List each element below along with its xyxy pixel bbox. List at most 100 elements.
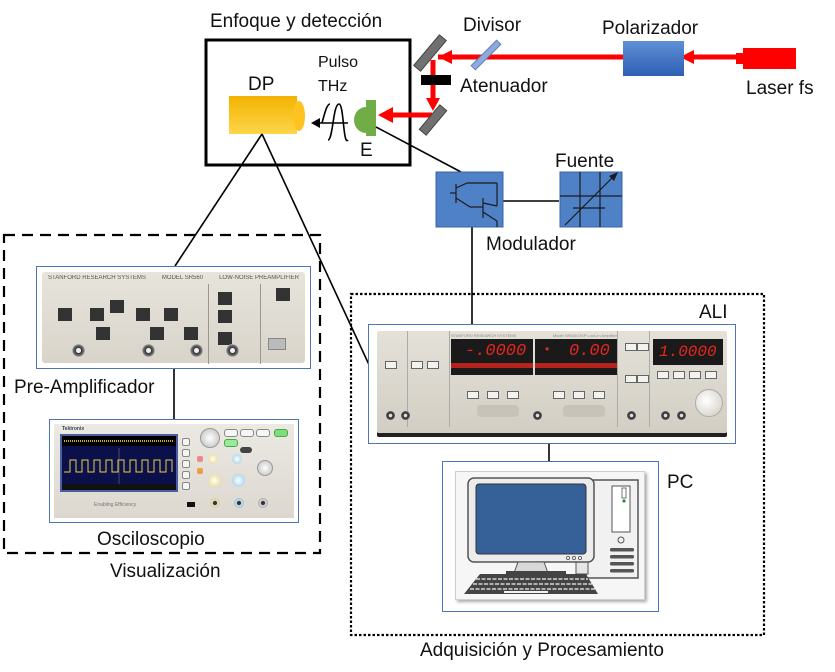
preamp-button (276, 288, 290, 301)
bnc-connector (190, 344, 203, 357)
beam-arrowheads (378, 50, 694, 123)
lockin-button (507, 391, 519, 399)
section-title-acquisition: Adquisición y Procesamiento (420, 640, 664, 661)
scope-knob (208, 474, 221, 487)
arrowhead-mirror2 (426, 98, 440, 111)
scope-knob (232, 474, 245, 487)
section-title-focus-detection: Enfoque y detección (210, 11, 383, 32)
scope-button (240, 447, 252, 453)
laser-beam (392, 54, 740, 118)
lockin-device: STANFORD RESEARCH SYSTEMS Model SR830 DS… (377, 331, 727, 433)
panel-divider (208, 284, 209, 364)
scope-brand: Tektronix (62, 426, 85, 432)
label-pc: PC (667, 472, 694, 493)
bnc-connector (533, 411, 542, 420)
bnc-connector (258, 498, 268, 508)
label-thz-pulse-2: THz (318, 78, 348, 95)
lockin-button (573, 391, 585, 399)
preamp-frame: STANFORD RESEARCH SYSTEMS MODEL SR560 LO… (36, 266, 311, 369)
lockin-brand: STANFORD RESEARCH SYSTEMS (451, 333, 517, 338)
label-preamp: Pre-Amplificador (14, 377, 155, 398)
usb-port (187, 502, 195, 507)
lockin-button (411, 361, 423, 369)
scope-ch1-button (197, 456, 203, 462)
preamp-button (164, 308, 178, 321)
panel-divider (407, 331, 408, 427)
label-attenuator: Atenuador (460, 76, 548, 97)
label-oscilloscope: Osciloscopio (97, 529, 205, 550)
label-polarizer: Polarizador (602, 18, 699, 39)
label-laser: Laser fs (746, 78, 814, 99)
wire-emitter-modulator (375, 126, 462, 173)
thz-arrowhead (311, 118, 320, 128)
acquisition-box (349, 292, 766, 637)
scope-tagline: Enabling Efficiency (94, 502, 137, 508)
bnc-connector (677, 411, 686, 420)
lockin-button (625, 375, 637, 383)
preamp-button (184, 327, 198, 340)
preamp-button (58, 308, 72, 321)
arrowhead-polarizer (680, 50, 694, 64)
modulator (435, 171, 504, 228)
lockin-button (385, 361, 397, 369)
label-divisor: Divisor (463, 15, 522, 36)
oscilloscope-device: Tektronix (54, 424, 294, 518)
lockin-button (637, 375, 649, 383)
lockin-button (673, 371, 685, 379)
bnc-connector (142, 344, 155, 357)
lockin-button (657, 371, 669, 379)
label-lockin: ALI (699, 302, 728, 323)
panel-divider (649, 331, 650, 427)
attenuator (421, 75, 451, 85)
panel-divider (260, 284, 261, 364)
arrowhead-mirror1 (438, 50, 452, 64)
lockin-button (553, 391, 565, 399)
scope-knob (208, 454, 218, 464)
lockin-button (705, 371, 717, 379)
lockin-sign: • (545, 342, 550, 356)
lockin-bar-graph (451, 363, 533, 368)
bnc-connector (386, 411, 395, 420)
panel-divider (449, 331, 450, 427)
lockin-frame: STANFORD RESEARCH SYSTEMS Model SR830 DS… (368, 324, 736, 444)
label-source: Fuente (555, 151, 615, 172)
lockin-button (487, 391, 499, 399)
label-detector: DP (248, 74, 275, 95)
scope-waveform (62, 436, 176, 490)
scope-button (182, 449, 190, 457)
thz-pulse (315, 103, 349, 141)
lockin-button (427, 361, 439, 369)
scope-button (240, 429, 254, 437)
lockin-display-2-value: 0.00 (569, 342, 610, 361)
preamp-type: LOW-NOISE PREAMPLIFIER (219, 275, 299, 281)
bnc-connector (627, 411, 636, 420)
preamp-button (136, 308, 150, 321)
bnc-connector (72, 344, 85, 357)
label-modulator: Modulador (486, 234, 576, 255)
lockin-button-group (477, 405, 519, 417)
scope-button (256, 429, 270, 437)
scope-side-buttons (182, 438, 190, 490)
oscilloscope-frame: Tektronix (49, 419, 299, 523)
lockin-button (689, 371, 701, 379)
preamp-button (90, 308, 104, 321)
lockin-display-2: • 0.00 (535, 339, 617, 375)
mirror-bottom (418, 104, 448, 136)
preamp-button (218, 332, 232, 345)
preamp-button (96, 327, 110, 340)
panel-divider (617, 331, 618, 427)
pc-illustration (455, 471, 645, 600)
lockin-button-group (563, 405, 605, 417)
preamp-button (218, 292, 232, 305)
scope-button (224, 439, 238, 447)
computer-icon (464, 477, 639, 594)
bnc-connector (401, 411, 410, 420)
scope-button (182, 471, 190, 479)
preamp-button (150, 327, 164, 340)
preamp-device: STANFORD RESEARCH SYSTEMS MODEL SR560 LO… (42, 272, 305, 364)
bnc-connector (661, 411, 670, 420)
preamp-button (110, 300, 124, 313)
lockin-button (637, 343, 649, 351)
scope-button (182, 482, 190, 490)
